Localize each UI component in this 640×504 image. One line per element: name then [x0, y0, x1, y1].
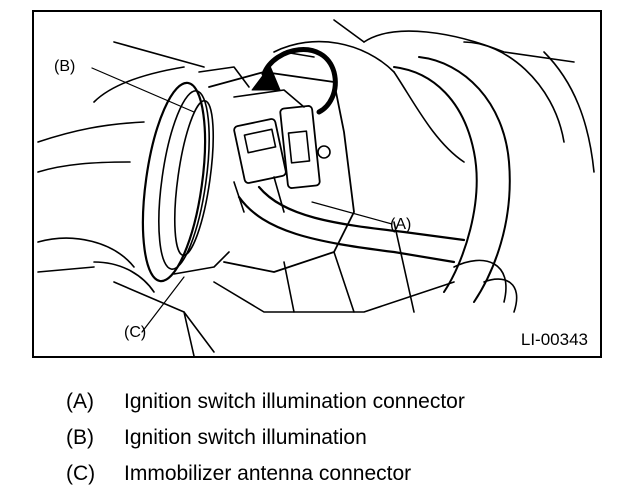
diagram-frame: (B) (A) (C) LI-00343 — [32, 10, 602, 358]
callout-b: (B) — [54, 58, 76, 75]
legend-item-b: (B) Ignition switch illumination — [66, 426, 367, 450]
legend-text: Ignition switch illumination — [124, 426, 367, 449]
legend-item-a: (A) Ignition switch illumination connecto… — [66, 390, 465, 414]
figure-reference-id: LI-00343 — [520, 330, 588, 349]
legend-item-c: (C) Immobilizer antenna connector — [66, 462, 411, 486]
legend-key: (A) — [66, 390, 94, 413]
legend-text: Immobilizer antenna connector — [124, 462, 412, 485]
legend-text: Ignition switch illumination connector — [124, 390, 465, 413]
callout-a: (A) — [390, 216, 412, 233]
legend-key: (C) — [66, 462, 96, 485]
legend-key: (B) — [66, 426, 94, 449]
callout-c: (C) — [124, 324, 147, 341]
line-drawing — [37, 19, 595, 356]
